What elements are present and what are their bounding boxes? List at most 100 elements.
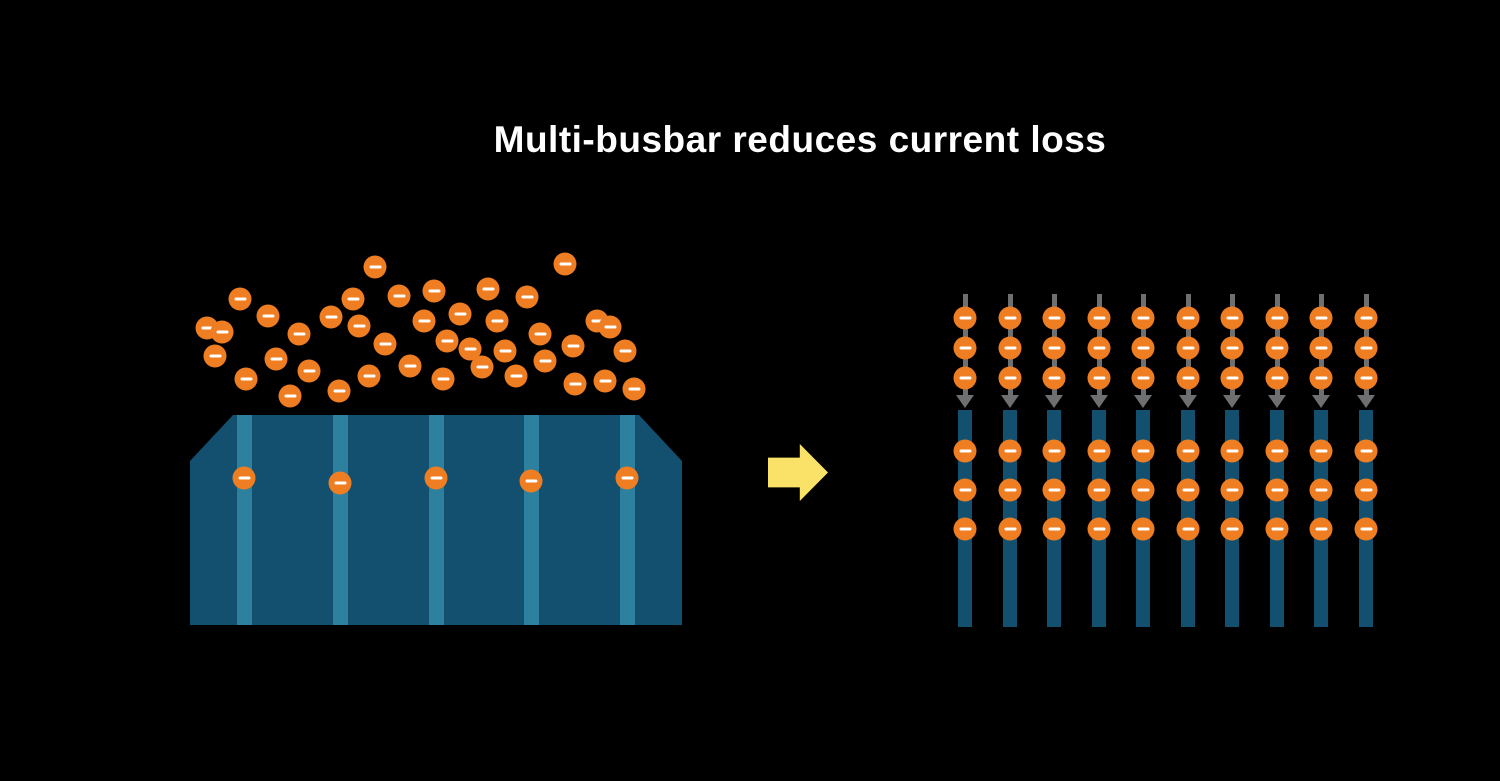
electron-icon <box>1354 478 1378 502</box>
electron-icon <box>622 377 646 401</box>
electron-icon <box>1042 306 1066 330</box>
electron-icon <box>504 364 528 388</box>
electron-icon <box>1176 306 1200 330</box>
electron-icon <box>1265 336 1289 360</box>
electron-icon <box>228 287 252 311</box>
electron-icon <box>1220 366 1244 390</box>
electron-icon <box>458 337 482 361</box>
electron-icon <box>1220 336 1244 360</box>
electron-icon <box>387 284 411 308</box>
electron-icon <box>1265 439 1289 463</box>
electron-icon <box>998 439 1022 463</box>
electron-icon <box>341 287 365 311</box>
electron-icon <box>598 315 622 339</box>
electron-icon <box>287 322 311 346</box>
busbar-stripe <box>523 415 539 625</box>
busbar-stripe <box>619 415 635 625</box>
electron-icon <box>1131 366 1155 390</box>
electron-icon <box>435 329 459 353</box>
electron-icon <box>278 384 302 408</box>
electron-icon <box>1087 366 1111 390</box>
electron-icon <box>1042 336 1066 360</box>
transition-arrow-icon <box>768 444 828 501</box>
electron-icon <box>431 367 455 391</box>
electron-icon <box>1309 336 1333 360</box>
electron-icon <box>328 471 352 495</box>
electron-icon <box>953 366 977 390</box>
electron-icon <box>448 302 472 326</box>
electron-icon <box>470 355 494 379</box>
electron-icon <box>363 255 387 279</box>
electron-icon <box>232 466 256 490</box>
electron-icon <box>519 469 543 493</box>
current-flow-arrowhead-icon <box>1357 395 1375 408</box>
electron-icon <box>347 314 371 338</box>
electron-icon <box>1087 439 1111 463</box>
electron-icon <box>1220 306 1244 330</box>
electron-icon <box>1354 306 1378 330</box>
electron-icon <box>1176 336 1200 360</box>
electron-icon <box>553 252 577 276</box>
electron-icon <box>1176 478 1200 502</box>
electron-icon <box>1354 517 1378 541</box>
electron-icon <box>422 279 446 303</box>
electron-icon <box>953 306 977 330</box>
electron-icon <box>1265 306 1289 330</box>
busbar-stripe <box>428 415 444 625</box>
electron-icon <box>953 439 977 463</box>
electron-icon <box>1309 478 1333 502</box>
electron-icon <box>1087 517 1111 541</box>
electron-icon <box>1265 478 1289 502</box>
electron-icon <box>1309 366 1333 390</box>
electron-icon <box>998 366 1022 390</box>
electron-icon <box>528 322 552 346</box>
electron-icon <box>1087 336 1111 360</box>
electron-icon <box>357 364 381 388</box>
electron-icon <box>373 332 397 356</box>
electron-icon <box>515 285 539 309</box>
electron-icon <box>1042 517 1066 541</box>
electron-icon <box>256 304 280 328</box>
electron-icon <box>1309 517 1333 541</box>
electron-icon <box>476 277 500 301</box>
electron-icon <box>1131 478 1155 502</box>
electron-icon <box>1176 517 1200 541</box>
solar-cell-body <box>190 415 682 625</box>
electron-icon <box>485 309 509 333</box>
electron-icon <box>234 367 258 391</box>
electron-icon <box>593 369 617 393</box>
current-flow-arrowhead-icon <box>956 395 974 408</box>
current-flow-arrowhead-icon <box>1223 395 1241 408</box>
electron-icon <box>1131 306 1155 330</box>
electron-icon <box>1042 366 1066 390</box>
electron-icon <box>1131 517 1155 541</box>
electron-icon <box>1220 517 1244 541</box>
electron-icon <box>412 309 436 333</box>
current-flow-arrowhead-icon <box>1090 395 1108 408</box>
electron-icon <box>398 354 422 378</box>
electron-icon <box>953 478 977 502</box>
current-flow-arrowhead-icon <box>1268 395 1286 408</box>
electron-icon <box>533 349 557 373</box>
electron-icon <box>615 466 639 490</box>
electron-icon <box>1131 439 1155 463</box>
diagram-title: Multi-busbar reduces current loss <box>493 119 1107 160</box>
electron-icon <box>1354 439 1378 463</box>
electron-icon <box>424 466 448 490</box>
electron-icon <box>327 379 351 403</box>
current-flow-arrowhead-icon <box>1045 395 1063 408</box>
electron-icon <box>1042 439 1066 463</box>
electron-icon <box>1265 366 1289 390</box>
busbar-stripe <box>236 415 252 625</box>
electron-icon <box>1087 306 1111 330</box>
busbar-stripe <box>332 415 348 625</box>
electron-icon <box>1176 439 1200 463</box>
electron-icon <box>998 336 1022 360</box>
electron-icon <box>297 359 321 383</box>
electron-icon <box>563 372 587 396</box>
electron-icon <box>1354 336 1378 360</box>
electron-icon <box>561 334 585 358</box>
current-flow-arrowhead-icon <box>1312 395 1330 408</box>
electron-icon <box>1176 366 1200 390</box>
